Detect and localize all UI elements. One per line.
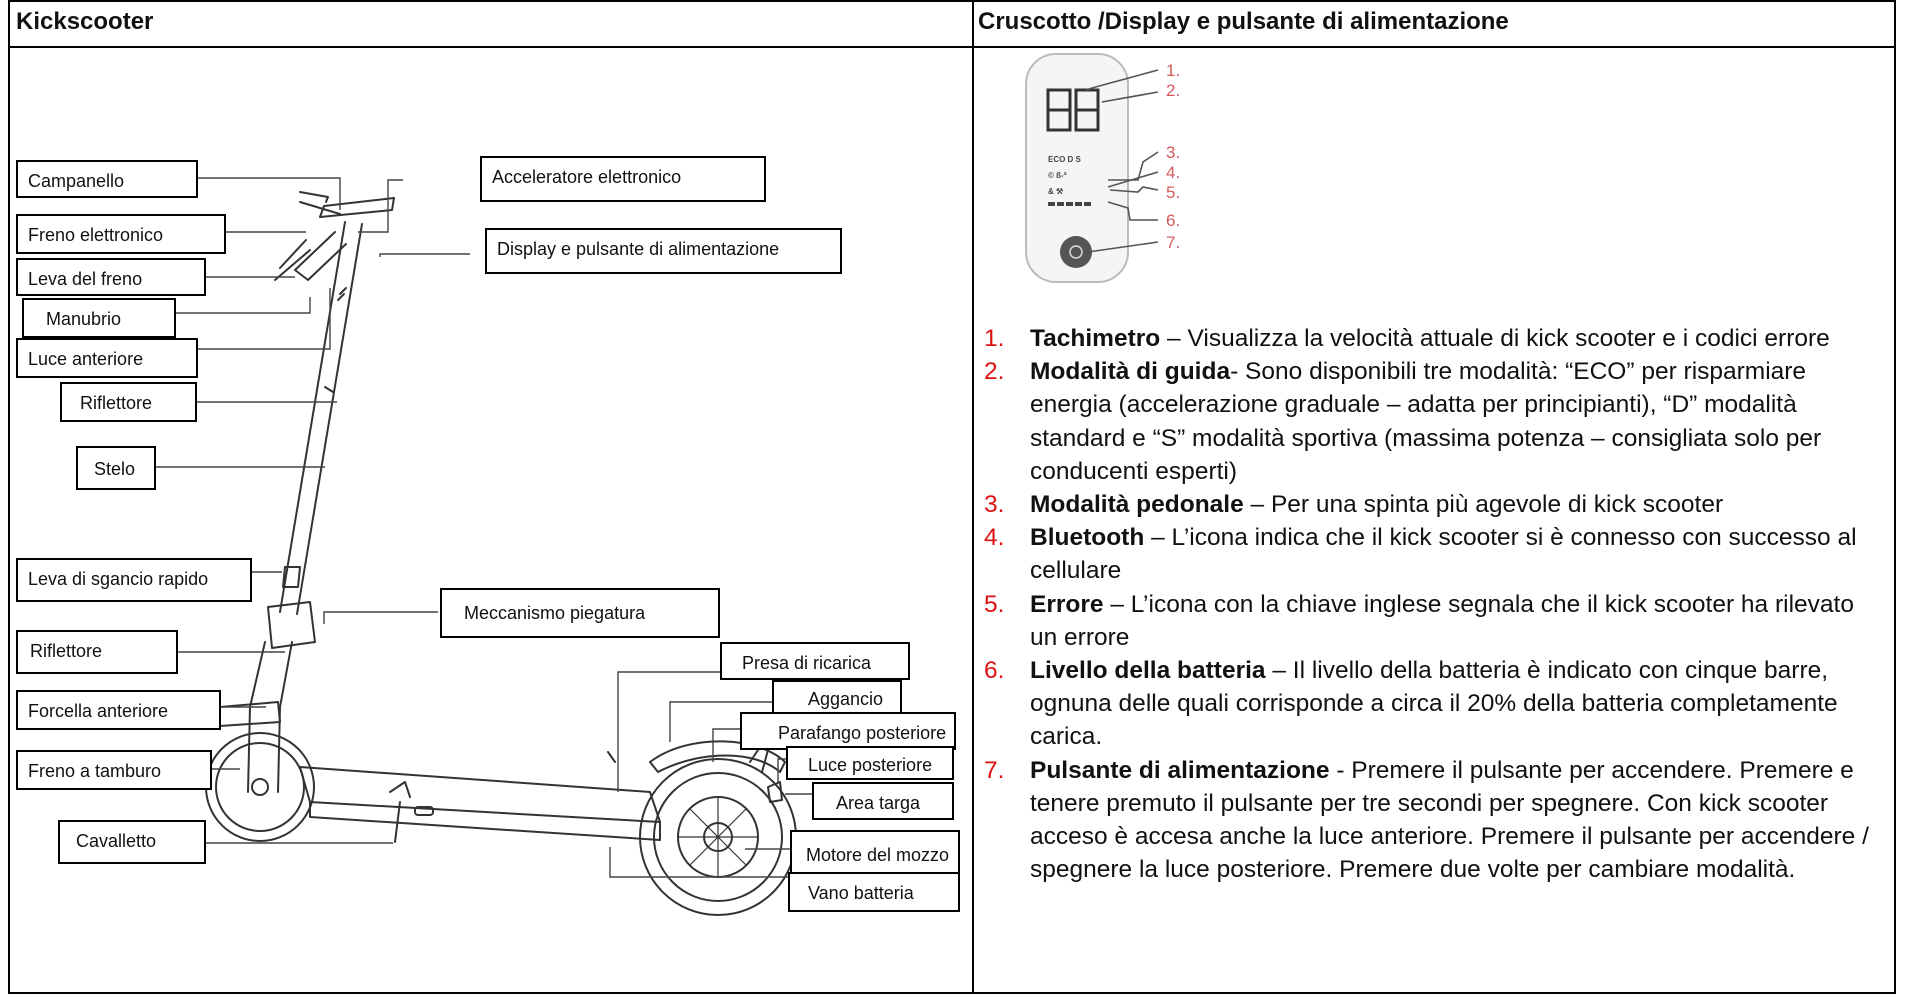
label-manubrio: Manubrio xyxy=(22,298,176,338)
list-item: 1. Tachimetro – Visualizza la velocità at… xyxy=(980,322,1880,355)
battery-bars-icon xyxy=(1048,202,1091,206)
bell-assembly xyxy=(299,191,341,215)
display-num-2: 2. xyxy=(1166,81,1180,100)
left-grip xyxy=(294,231,347,281)
spec-table: Kickscooter Cruscotto /Display e pulsant… xyxy=(8,0,1896,994)
label-acceleratore: Acceleratore elettronico xyxy=(480,156,766,202)
display-header: Cruscotto /Display e pulsante di aliment… xyxy=(978,8,1509,35)
display-num-1: 1. xyxy=(1166,61,1180,80)
display-num-3: 3. xyxy=(1166,143,1180,162)
list-item: 7. Pulsante di alimentazione - Premere il… xyxy=(980,754,1880,887)
label-freno-tamburo: Freno a tamburo xyxy=(16,750,212,790)
list-number: 6. xyxy=(984,657,1005,685)
list-item: 2. Modalità di guida- Sono disponibili tr… xyxy=(980,355,1880,488)
label-meccanismo: Meccanismo piegatura xyxy=(440,588,720,638)
svg-text:© ß-ª: © ß-ª xyxy=(1048,171,1067,180)
list-number: 2. xyxy=(984,358,1005,386)
handlebar-head xyxy=(319,197,395,218)
list-item: 4. Bluetooth – L’icona indica che il kick… xyxy=(980,521,1880,587)
label-leva-freno: Leva del freno xyxy=(16,258,206,296)
display-num-4: 4. xyxy=(1166,163,1180,182)
label-presa-ricarica: Presa di ricarica xyxy=(720,642,910,680)
svg-text:& ⚒: & ⚒ xyxy=(1048,187,1063,196)
label-aggancio: Aggancio xyxy=(772,680,902,718)
list-item: 6. Livello della batteria – Il livello de… xyxy=(980,654,1880,754)
plate-area xyxy=(767,781,783,803)
label-freno-elettronico: Freno elettronico xyxy=(16,214,226,254)
label-forcella: Forcella anteriore xyxy=(16,690,221,730)
list-item: 5. Errore – L’icona con la chiave inglese… xyxy=(980,588,1880,654)
label-motore-mozzo: Motore del mozzo xyxy=(790,830,960,874)
list-number: 5. xyxy=(984,590,1005,618)
deck xyxy=(299,766,661,823)
list-item: 3. Modalità pedonale – Per una spinta più… xyxy=(980,488,1880,521)
power-icon xyxy=(1060,236,1092,268)
rear-fender xyxy=(649,740,786,773)
stem-tube xyxy=(279,221,363,615)
brake-lever xyxy=(274,239,311,281)
display-num-5: 5. xyxy=(1166,183,1180,202)
kickscooter-header: Kickscooter xyxy=(16,8,154,35)
list-item-text: – L’icona indica che il kick scooter si … xyxy=(1030,524,1857,585)
fork xyxy=(247,641,293,793)
label-riflettore-2: Riflettore xyxy=(16,630,178,674)
front-wheel-outer xyxy=(205,732,315,842)
quick-release xyxy=(282,566,301,588)
list-item-text: – Per una spinta più agevole di kick sco… xyxy=(1243,491,1724,519)
logo-badge xyxy=(414,806,434,816)
list-number: 1. xyxy=(984,325,1005,352)
display-num-7: 7. xyxy=(1166,233,1180,252)
list-item-title: Pulsante di alimentazione xyxy=(1030,756,1330,784)
label-luce-anteriore: Luce anteriore xyxy=(16,338,198,378)
column-divider xyxy=(972,2,974,992)
header-divider xyxy=(10,46,1894,48)
list-item-text: – Visualizza la velocità attuale di kick… xyxy=(1160,325,1830,352)
list-item-text: – L’icona con la chiave inglese segnala … xyxy=(1030,590,1854,651)
label-area-targa: Area targa xyxy=(812,782,954,820)
list-item-title: Tachimetro xyxy=(1030,325,1161,352)
list-item-title: Bluetooth xyxy=(1030,524,1145,552)
label-stelo: Stelo xyxy=(76,446,156,490)
list-item-title: Livello della batteria xyxy=(1030,657,1266,685)
list-number: 4. xyxy=(984,524,1005,552)
list-item-text: – Il livello della batteria è indicato c… xyxy=(1030,657,1838,751)
kickstand xyxy=(394,801,401,843)
label-luce-posteriore: Luce posteriore xyxy=(786,746,954,780)
list-item-text: - Premere il pulsante per accendere. Pre… xyxy=(1030,756,1869,884)
display-num-6: 6. xyxy=(1166,211,1180,230)
label-leva-sgancio: Leva di sgancio rapido xyxy=(16,558,252,602)
label-campanello: Campanello xyxy=(16,160,198,198)
list-item-title: Modalità di guida xyxy=(1030,358,1231,386)
feature-list: 1. Tachimetro – Visualizza la velocità at… xyxy=(980,322,1880,886)
list-number: 3. xyxy=(984,491,1005,519)
dashboard-diagram: ECO D S © ß-ª & ⚒ 1. 2. 3. 4. 5. 6. 7. xyxy=(1025,53,1180,283)
list-item-text: - Sono disponibili tre modalità: “ECO” p… xyxy=(1030,358,1822,485)
label-vano-batteria: Vano batteria xyxy=(788,872,960,912)
list-item-title: Modalità pedonale xyxy=(1030,491,1244,519)
list-number: 7. xyxy=(984,756,1005,784)
label-parafango: Parafango posteriore xyxy=(740,712,956,750)
list-item-title: Errore xyxy=(1030,590,1104,618)
label-riflettore-1: Riflettore xyxy=(60,382,197,422)
fold-block xyxy=(267,601,316,649)
label-cavalletto: Cavalletto xyxy=(58,820,206,864)
label-display-pulsante: Display e pulsante di alimentazione xyxy=(485,228,842,274)
svg-text:ECO D S: ECO D S xyxy=(1048,155,1082,164)
